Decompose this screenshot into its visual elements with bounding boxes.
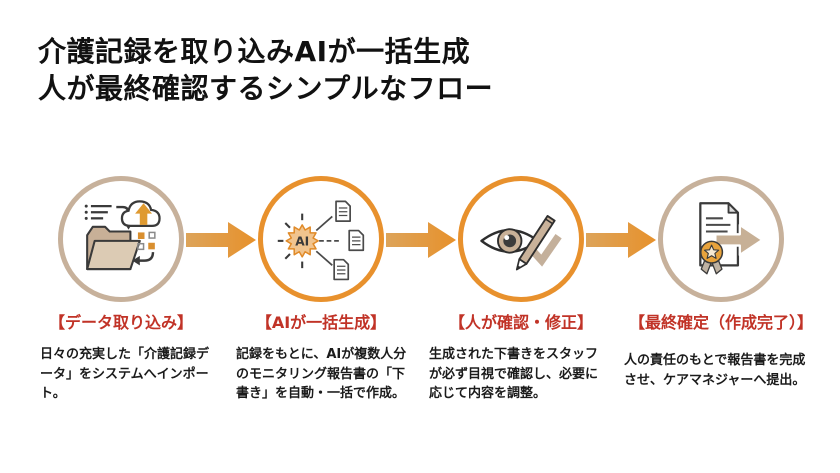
step-4-circle <box>658 176 784 302</box>
step-1-circle <box>58 176 184 302</box>
step-3-description: 生成された下書きをスタッフが必ず目視で確認し、必要に応じて内容を調整。 <box>429 347 599 401</box>
step-4-description: 人の責任のもとで報告書を完成させ、ケアマネジャーへ提出。 <box>624 353 806 388</box>
step-2-label: 【AIが一括生成】 <box>255 313 387 332</box>
step-4-label: 【最終確定（作成完了）】 <box>628 313 813 332</box>
ai-generation-icon: AI <box>277 200 365 281</box>
page-title-line2: 人が最終確認するシンプルなフロー <box>38 71 494 105</box>
step-1-description: 日々の充実した「介護記録データ」をシステムへインポート。 <box>40 347 210 401</box>
step-3-label: 【人が確認・修正】 <box>448 313 593 332</box>
data-import-icon <box>84 200 161 271</box>
flow-arrow-icon <box>386 222 456 258</box>
svg-text:AI: AI <box>295 235 309 249</box>
final-submit-icon <box>699 202 764 275</box>
page-title-line1: 介護記録を取り込みAIが一括生成 <box>38 35 471 68</box>
flow-arrow-icon <box>186 222 256 258</box>
page-title: 介護記録を取り込みAIが一括生成 人が最終確認するシンプルなフロー <box>38 34 493 108</box>
flow-arrow-icon <box>586 222 656 258</box>
human-review-icon <box>480 215 562 271</box>
step-1-label: 【データ取り込み】 <box>48 313 193 332</box>
step-2-description: 記録をもとに、AIが複数人分のモニタリング報告書の「下書き」を自動・一括で作成。 <box>236 347 407 401</box>
step-2-circle: AI <box>258 176 384 302</box>
step-3-circle <box>458 176 584 302</box>
